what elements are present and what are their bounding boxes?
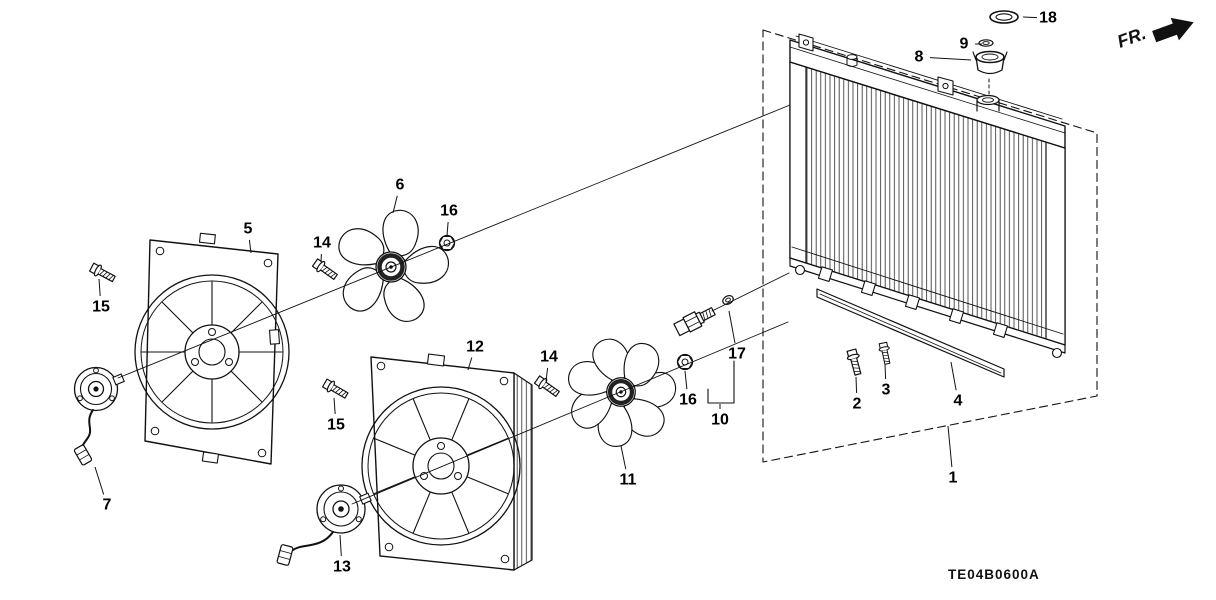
leader-line-2: [855, 376, 858, 394]
radiator-dashed-outline: [762, 29, 1098, 463]
assembly-axis-lines: [117, 104, 791, 505]
part-label-12: 12: [466, 339, 484, 356]
part-label-17: 17: [728, 346, 746, 363]
part-label-7: 7: [103, 497, 112, 514]
part-label-14: 14: [313, 235, 331, 252]
part-9-cap-seal: [978, 39, 994, 47]
shroud-spokes: [141, 281, 283, 423]
part-14-bolt: [311, 257, 340, 283]
part-3-bolt: [877, 341, 893, 366]
leader-line-15: [333, 397, 336, 415]
part-14-bolt: [533, 374, 562, 400]
part-2-bolt: [845, 348, 865, 377]
part-8-radiator-cap: [972, 50, 1008, 98]
fan-blades: [338, 209, 450, 322]
part-label-13: 13: [333, 559, 351, 576]
motor-connector: [276, 544, 294, 566]
leader-line-18: [1022, 16, 1038, 19]
part-13-fan-motor: [276, 484, 372, 566]
leader-line-8: [929, 57, 972, 61]
part-label-15: 15: [92, 299, 110, 316]
radiator-filler-neck: [976, 94, 1000, 112]
part-label-10: 10: [711, 412, 729, 429]
part-label-9: 9: [960, 36, 969, 53]
part-1-radiator: [762, 29, 1098, 463]
leader-line-11: [620, 445, 627, 470]
leader-line-13: [339, 534, 342, 557]
motor-wire: [80, 409, 94, 449]
part-label-8: 8: [915, 49, 924, 66]
part-4-lower-seal: [816, 288, 1005, 378]
leader-line-4: [950, 361, 957, 391]
part-17-thermo-sensor: [673, 307, 716, 337]
part-label-6: 6: [396, 177, 405, 194]
leader-line-15: [98, 278, 101, 297]
part-label-11: 11: [620, 472, 637, 489]
leader-line-5: [248, 239, 252, 254]
fr-arrow-icon: [1152, 17, 1194, 43]
part-label-16: 16: [440, 203, 458, 220]
part-12-fan-shroud: [361, 353, 533, 571]
fr-direction-indicator: FR.: [1115, 17, 1194, 52]
part-18-oring: [989, 10, 1019, 24]
part-10-bracket: [707, 360, 735, 404]
radiator-upper-bracket: [937, 76, 954, 96]
part-label-2: 2: [853, 396, 862, 413]
part-label-1: 1: [949, 470, 958, 487]
leader-line-16: [684, 370, 688, 390]
radiator-upper-bracket: [798, 33, 814, 52]
leader-line-7: [94, 466, 105, 495]
part-label-4: 4: [954, 393, 963, 410]
part-6-fan-blade: [338, 209, 450, 322]
leader-line-12: [467, 357, 473, 371]
part-5-fan-shroud: [134, 232, 290, 465]
motor-wire: [292, 531, 334, 551]
part-label-5: 5: [244, 221, 253, 238]
leader-line-6: [392, 195, 398, 214]
fr-label: FR.: [1115, 23, 1149, 52]
leader-line-3: [884, 363, 887, 380]
diagram-code: TE04B0600A: [948, 567, 1040, 582]
part-label-15: 15: [327, 417, 345, 434]
part-15-bolt: [88, 261, 118, 285]
part-17-washer: [722, 295, 734, 305]
leader-line-16: [446, 221, 449, 237]
part-label-3: 3: [882, 382, 891, 399]
leader-line-14: [545, 367, 549, 382]
leader-line-17: [728, 310, 736, 344]
part-label-18: 18: [1039, 10, 1057, 27]
leader-line-1: [947, 425, 953, 468]
part-7-fan-motor: [73, 366, 125, 466]
motor-connector: [73, 444, 93, 466]
part-label-14: 14: [540, 349, 558, 366]
shroud-spokes: [373, 398, 509, 534]
part-15-bolt: [321, 377, 351, 402]
part-16-nut: [438, 234, 456, 252]
part-label-16: 16: [679, 392, 697, 409]
